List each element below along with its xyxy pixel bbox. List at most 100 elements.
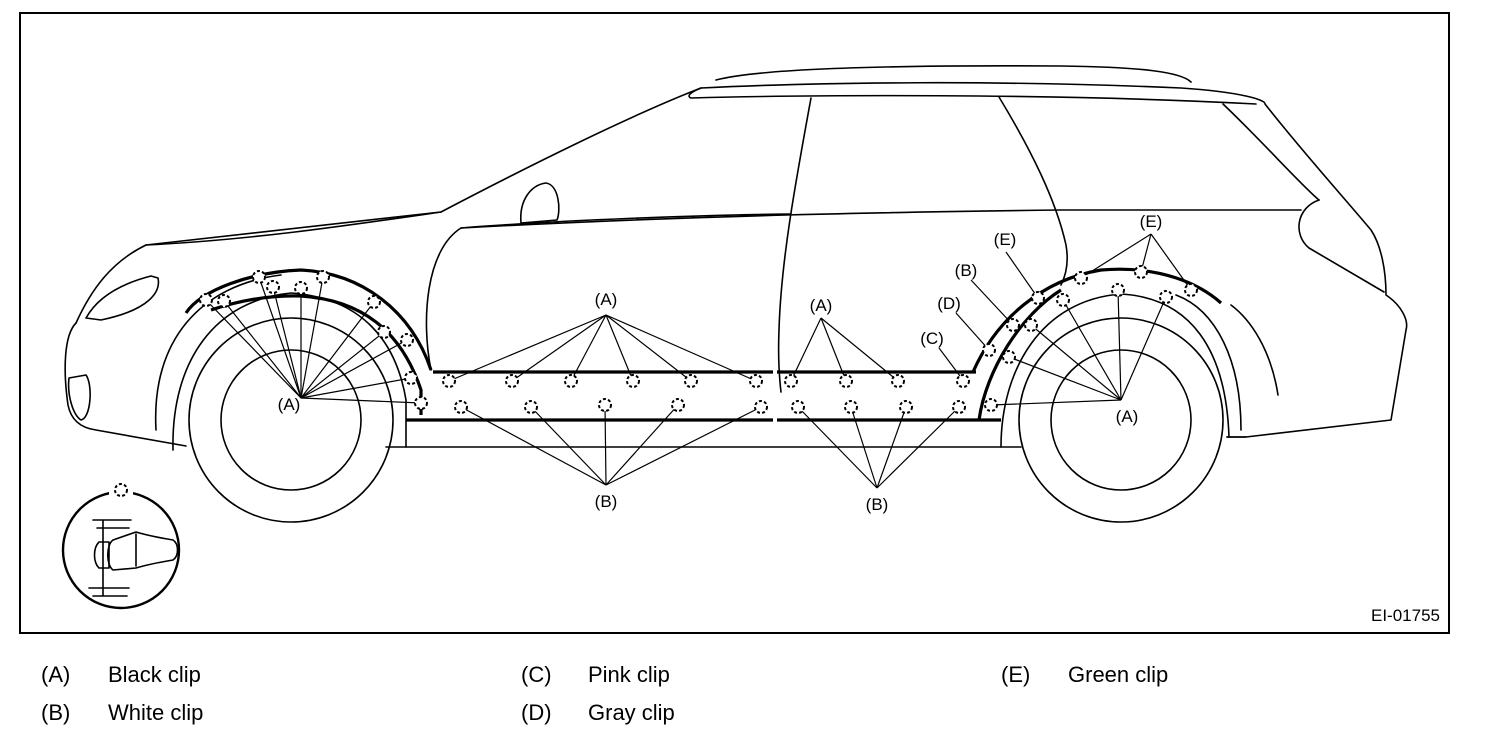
leader-line (990, 399, 1122, 406)
clip-marker (199, 293, 213, 307)
rear-quarter-line (1230, 304, 1279, 396)
clip-marker (1111, 283, 1125, 297)
clip-marker (899, 400, 913, 414)
front-arch-cladding (184, 268, 433, 371)
leader-line (1140, 233, 1152, 273)
clip-marker (984, 398, 998, 412)
clip-marker (1002, 350, 1016, 364)
clip-marker (367, 295, 381, 309)
leader-line (1150, 233, 1192, 291)
clip-marker (1006, 318, 1020, 332)
callout-c-rear-arch: (C) (920, 329, 944, 348)
callout-d-rear-arch: (D) (937, 294, 961, 313)
leader-line (300, 377, 412, 399)
inset-clip-body (106, 531, 179, 571)
legend-key: (B) (41, 700, 71, 725)
leader-line (460, 406, 607, 486)
callout-a-rear: (A) (1116, 407, 1139, 426)
clip-marker (749, 374, 763, 388)
clip-marker (442, 374, 456, 388)
leader-line (938, 347, 964, 381)
clip-marker (252, 270, 266, 284)
leader-line (876, 406, 960, 489)
callout-a-front-door: (A) (595, 290, 618, 309)
callout-b-front-door: (B) (595, 492, 618, 511)
clip-marker (1159, 290, 1173, 304)
leader-line (272, 286, 302, 399)
legend-label: Gray clip (588, 700, 675, 725)
legend-key: (C) (521, 662, 552, 687)
clip-marker (316, 270, 330, 284)
front-wheel-well (172, 292, 407, 451)
clip-marker (1031, 291, 1045, 305)
clip-markers (199, 265, 1198, 414)
clip-marker (564, 374, 578, 388)
front-rim (220, 349, 362, 491)
front-wheel (154, 274, 407, 523)
legend-label: Green clip (1068, 662, 1169, 687)
rear-fender-inner (1175, 294, 1242, 431)
clip-marker (844, 400, 858, 414)
clip-marker (754, 400, 768, 414)
clip-marker (404, 371, 418, 385)
vehicle-side-view: (A) (A) (A) (A) (B) (B) (B) (C) (D) (E) … (61, 65, 1408, 610)
leader-line (955, 312, 990, 351)
legend-key: (A) (41, 662, 71, 687)
leader-line (1030, 324, 1122, 401)
headlight (85, 275, 160, 321)
leader-line (604, 404, 607, 486)
fog-light (67, 374, 91, 421)
clip-marker (684, 374, 698, 388)
callout-labels: (A) (A) (A) (A) (B) (B) (B) (C) (D) (E) … (278, 212, 1163, 514)
leader-line (448, 314, 607, 382)
clip-marker (956, 374, 970, 388)
callout-e-rear-arch: (E) (994, 230, 1017, 249)
clip-marker (377, 325, 391, 339)
rear-window (1222, 103, 1320, 201)
rear-arch-inner-cladding (977, 288, 1062, 421)
figure-id: EI-01755 (1371, 606, 1440, 625)
clip-marker (1074, 271, 1088, 285)
clip-marker (891, 374, 905, 388)
callout-b-rear-arch: (B) (955, 261, 978, 280)
mirror (520, 182, 560, 224)
leader-line (570, 314, 607, 382)
leader-line (970, 279, 1014, 326)
leader-line (300, 397, 422, 404)
leader-line (605, 314, 757, 382)
leader-line (1080, 233, 1152, 279)
clip-marker (598, 398, 612, 412)
inset-circle (61, 490, 181, 610)
clip-marker (1184, 283, 1198, 297)
leader-line (605, 404, 679, 486)
clip-marker (784, 374, 798, 388)
callout-b-rear-door: (B) (866, 495, 889, 514)
legend-label: White clip (108, 700, 204, 725)
leader-line (205, 299, 302, 399)
inset-clip-head (93, 541, 110, 569)
clip-marker (839, 374, 853, 388)
clip-marker (217, 294, 231, 308)
leader-line (511, 314, 607, 382)
legend-key: (D) (521, 700, 552, 725)
clip-marker (1134, 265, 1148, 279)
leader-line (605, 406, 762, 486)
leader-line (300, 301, 375, 399)
clip-marker (626, 374, 640, 388)
front-tire (188, 317, 394, 523)
b-pillar (777, 97, 812, 393)
front-bumper (64, 322, 187, 447)
legend-label: Pink clip (588, 662, 670, 687)
hood-line (145, 211, 442, 246)
tail-light (1298, 199, 1385, 293)
leader-line (1005, 251, 1039, 299)
roof-edge (688, 87, 1257, 105)
leader-lines (205, 233, 1192, 489)
callout-e-rear-top: (E) (1140, 212, 1163, 231)
clip-marker (414, 396, 428, 410)
clip-marker (524, 400, 538, 414)
clip-marker (982, 343, 996, 357)
leader-line (797, 406, 878, 489)
clip-marker (671, 398, 685, 412)
leader-line (820, 317, 847, 382)
